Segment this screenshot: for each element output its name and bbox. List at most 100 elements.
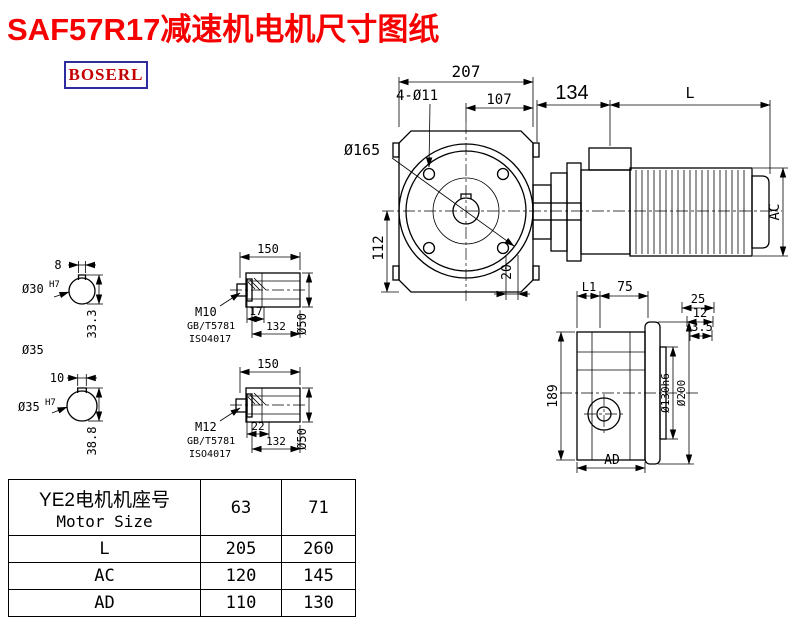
dim-38.8-label: 38.8 bbox=[85, 427, 99, 456]
dim-bore-30-label: Ø30 bbox=[22, 282, 44, 296]
motor-size-header-cell: YE2电机机座号 Motor Size bbox=[8, 479, 201, 536]
dim-20: 20 bbox=[494, 255, 530, 300]
table-row-L: L 205 260 bbox=[8, 535, 356, 563]
dim-75-label: 75 bbox=[617, 280, 633, 295]
shaft1-length-label: 150 bbox=[257, 242, 279, 256]
gearbox-lug bbox=[392, 142, 400, 158]
motor-cooling-fins bbox=[635, 170, 745, 254]
dim-130-label: Ø130h6 bbox=[659, 373, 672, 413]
bolt-hole bbox=[496, 241, 510, 255]
bolt-hole bbox=[496, 167, 510, 181]
motor bbox=[532, 147, 770, 262]
terminal-box bbox=[588, 147, 632, 171]
dim-flange-dia: Ø165 bbox=[344, 141, 515, 247]
dim-75: 75 bbox=[599, 280, 649, 318]
shaft2-thread-label: M12 bbox=[195, 420, 217, 434]
value-AD-63: 110 bbox=[200, 589, 282, 617]
bore-35-keyway bbox=[77, 387, 87, 393]
shaft-bore-35-view: 10 Ø35 H7 38.8 bbox=[18, 371, 103, 455]
dim-134-label: 134 bbox=[555, 82, 588, 104]
front-view bbox=[382, 122, 782, 301]
dim-134: 134 bbox=[536, 82, 611, 146]
shaft1-washer bbox=[246, 278, 253, 302]
dim-motor-height: AC bbox=[753, 167, 788, 257]
dim-AD: AD bbox=[576, 453, 646, 473]
bore-35-circle bbox=[66, 390, 98, 422]
dim-spigot-dia: Ø130h6 bbox=[659, 346, 678, 440]
dim-107-label: 107 bbox=[486, 92, 511, 108]
value-AD-71: 130 bbox=[281, 589, 356, 617]
shaft1-std2-label: ISO4017 bbox=[189, 334, 231, 345]
motor-front-housing bbox=[580, 169, 631, 255]
dim-189-label: 189 bbox=[546, 384, 561, 407]
dim-L1: L1 bbox=[576, 280, 601, 328]
adapter-flange bbox=[550, 172, 568, 252]
motor-size-table: YE2电机机座号 Motor Size 63 71 L 205 260 AC 1… bbox=[8, 479, 356, 617]
dim-bore-35-label: Ø35 bbox=[18, 400, 40, 414]
shaft2-head-len-label: 22 bbox=[251, 420, 264, 433]
shaft2-length-label: 150 bbox=[257, 357, 279, 371]
dim-3-5: 3.5 bbox=[689, 320, 713, 341]
boserl-logo-text: BOSERL bbox=[68, 65, 144, 84]
shaft1-body bbox=[245, 272, 301, 308]
page-title: SAF57R17减速机电机尺寸图纸 bbox=[7, 12, 440, 47]
dim-bolt-holes: 4-Ø11 bbox=[396, 88, 438, 168]
dim-25: 25 bbox=[681, 292, 715, 313]
fan-cover bbox=[751, 175, 770, 249]
table-row-AD: AD 110 130 bbox=[8, 589, 356, 617]
dim-flange-dia-label: Ø165 bbox=[344, 141, 380, 159]
shaft2-body-len-label: 132 bbox=[266, 435, 286, 448]
bolt-hole bbox=[422, 241, 436, 255]
dim-bore-35-fit: H7 bbox=[45, 398, 56, 408]
shaft2-body bbox=[245, 387, 301, 423]
dim-107: 107 bbox=[465, 92, 534, 122]
dim-207-label: 207 bbox=[452, 62, 481, 81]
shaft1-head-len-label: 17 bbox=[249, 305, 262, 318]
dim-L-label: L bbox=[685, 84, 694, 102]
motor-size-label-en: Motor Size bbox=[56, 511, 153, 531]
bore-30-keyway bbox=[77, 274, 87, 280]
shaft1-dia-label: Ø50 bbox=[295, 313, 309, 335]
dim-outer-35-label: Ø35 bbox=[22, 343, 44, 357]
table-header-row: YE2电机机座号 Motor Size 63 71 bbox=[8, 479, 356, 536]
dim-112-label: 112 bbox=[371, 235, 387, 260]
row-label-L: L bbox=[8, 535, 201, 563]
frame-size-63-cell: 63 bbox=[200, 479, 282, 536]
gearbox-lug bbox=[532, 142, 540, 158]
dim-motor-length: L bbox=[609, 84, 771, 174]
gearbox-lug bbox=[392, 265, 400, 281]
dim-bolt-holes-label: 4-Ø11 bbox=[396, 88, 438, 104]
dim-bore-30-fit: H7 bbox=[49, 280, 60, 290]
dim-flange-od: Ø200 bbox=[658, 321, 694, 465]
table-row-AC: AC 120 145 bbox=[8, 562, 356, 590]
dim-L1-label: L1 bbox=[582, 280, 596, 294]
dim-200-label: Ø200 bbox=[675, 380, 688, 407]
frame-size-71-cell: 71 bbox=[281, 479, 356, 536]
input-shaft bbox=[532, 202, 582, 221]
shaft2-std1-label: GB/T5781 bbox=[187, 436, 235, 447]
dim-12-label: 12 bbox=[693, 306, 707, 320]
value-AC-71: 145 bbox=[281, 562, 356, 590]
flange-inner-circle bbox=[405, 150, 527, 272]
bolt-hole bbox=[422, 167, 436, 181]
dim-AD-label: AD bbox=[604, 453, 620, 468]
dim-112: 112 bbox=[371, 210, 399, 293]
shaft2-washer bbox=[246, 393, 253, 418]
shaft1-body-len-label: 132 bbox=[266, 320, 286, 333]
adapter-neck bbox=[532, 184, 552, 240]
shaft2-dia-label: Ø50 bbox=[295, 428, 309, 450]
output-shaft-m12: 150 M12 GB/T5781 ISO4017 22 132 Ø50 bbox=[187, 357, 313, 460]
dim-33.3-label: 33.3 bbox=[85, 310, 99, 339]
side-view bbox=[560, 321, 700, 465]
motor-size-label-cn: YE2电机机座号 bbox=[39, 489, 170, 511]
boserl-logo: BOSERL bbox=[64, 61, 148, 89]
output-shaft-m10: 150 M10 GB/T5781 ISO4017 17 132 Ø50 bbox=[187, 242, 313, 345]
bore-keyway bbox=[460, 193, 472, 199]
value-L-63: 205 bbox=[200, 535, 282, 563]
bore-30-circle bbox=[68, 277, 96, 305]
row-label-AD: AD bbox=[8, 589, 201, 617]
shaft2-std2-label: ISO4017 bbox=[189, 449, 231, 460]
row-label-AC: AC bbox=[8, 562, 201, 590]
dim-keyway-10-label: 10 bbox=[50, 371, 64, 385]
